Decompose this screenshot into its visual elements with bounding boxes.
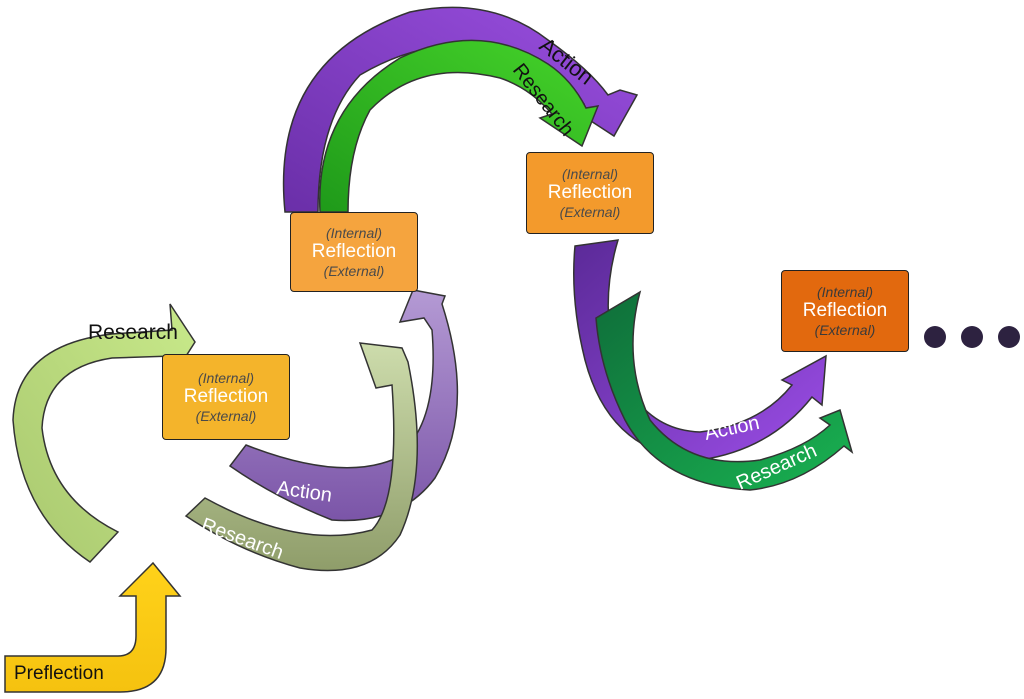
reflection-label: Reflection [802,300,888,322]
reflection-box-2: (Internal) Reflection (External) [290,212,418,292]
reflection-internal-label: (Internal) [197,369,255,386]
research-label-1: Research [88,321,178,344]
reflection-external-label: (External) [195,407,257,424]
reflection-external-label: (External) [814,321,876,338]
reflection-box-3: (Internal) Reflection (External) [526,152,654,234]
reflection-internal-label: (Internal) [561,165,619,182]
ellipsis-dot-1 [924,326,946,348]
reflection-label: Reflection [183,386,269,408]
reflection-label: Reflection [547,182,633,204]
ellipsis-dot-2 [961,326,983,348]
reflection-box-1: (Internal) Reflection (External) [162,354,290,440]
action-arrow-3 [282,6,639,213]
reflection-internal-label: (Internal) [816,283,874,300]
research-arrow-3 [318,39,600,213]
research-arrow-2 [184,342,419,572]
reflection-external-label: (External) [323,262,385,279]
reflection-box-4: (Internal) Reflection (External) [781,270,909,352]
preflection-arrow [4,561,182,693]
preflection-label: Preflection [14,663,104,684]
ellipsis-dot-3 [998,326,1020,348]
research-arrow-1 [12,303,196,563]
reflection-label: Reflection [311,241,397,263]
research-arrow-4 [595,290,854,491]
reflection-external-label: (External) [559,203,621,220]
reflection-internal-label: (Internal) [325,224,383,241]
